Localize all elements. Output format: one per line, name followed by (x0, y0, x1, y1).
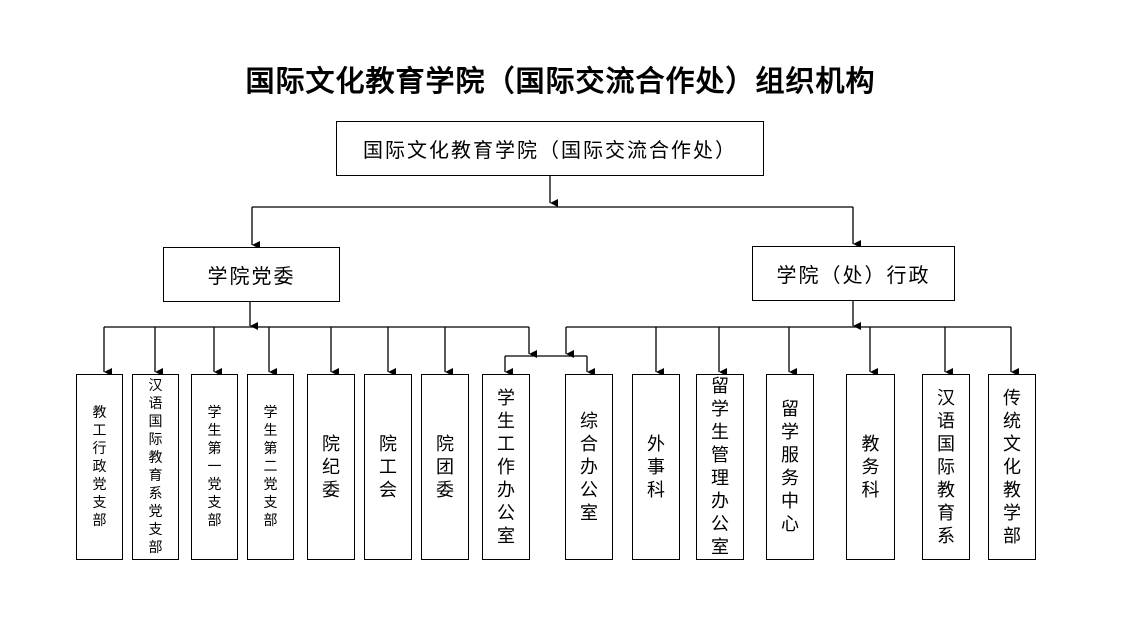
unit-general-office: 综合办公室 (565, 374, 613, 560)
unit-foreign-affairs-section: 外事科 (632, 374, 680, 560)
unit-study-abroad-center: 留学服务中心 (766, 374, 814, 560)
root-node: 国际文化教育学院（国际交流合作处） (336, 121, 764, 176)
unit-labor-union: 院工会 (364, 374, 412, 560)
page-title: 国际文化教育学院（国际交流合作处）组织机构 (245, 64, 876, 98)
unit-label: 汉语国际教育系 (937, 387, 955, 547)
unit-label: 院工会 (379, 433, 397, 501)
unit-discipline-committee: 院纪委 (307, 374, 355, 560)
unit-student-affairs-office: 学生工作办公室 (482, 374, 530, 560)
unit-student-party-branch-2: 学生第二党支部 (247, 374, 294, 560)
unit-traditional-culture-department: 传统文化教学部 (988, 374, 1036, 560)
unit-label: 学生第二党支部 (263, 405, 278, 529)
unit-label: 综合办公室 (580, 410, 598, 524)
unit-chinese-edu-party-branch: 汉语国际教育系党支部 (132, 374, 179, 560)
unit-staff-party-branch: 教工行政党支部 (76, 374, 123, 560)
party-committee-label: 学院党委 (207, 264, 296, 288)
unit-label: 留学服务中心 (781, 399, 799, 535)
unit-label: 院团委 (436, 433, 454, 501)
unit-label: 学生工作办公室 (497, 387, 515, 547)
unit-label: 教务科 (861, 433, 880, 501)
unit-label: 汉语国际教育系党支部 (148, 378, 163, 556)
unit-chinese-edu-department: 汉语国际教育系 (922, 374, 970, 560)
unit-student-party-branch-1: 学生第一党支部 (191, 374, 238, 560)
party-committee-node: 学院党委 (163, 247, 340, 302)
unit-academic-affairs-section: 教务科 (846, 374, 895, 560)
unit-label: 留学生管理办公室 (711, 376, 729, 558)
administration-node: 学院（处）行政 (752, 246, 955, 301)
unit-youth-league: 院团委 (421, 374, 469, 560)
unit-label: 院纪委 (322, 433, 340, 501)
unit-label: 学生第一党支部 (207, 405, 222, 529)
unit-intl-student-office: 留学生管理办公室 (696, 374, 744, 560)
administration-label: 学院（处）行政 (776, 263, 931, 287)
unit-label: 教工行政党支部 (92, 405, 107, 529)
unit-label: 外事科 (647, 433, 665, 501)
unit-label: 传统文化教学部 (1003, 387, 1021, 547)
root-node-label: 国际文化教育学院（国际交流合作处） (363, 138, 737, 162)
